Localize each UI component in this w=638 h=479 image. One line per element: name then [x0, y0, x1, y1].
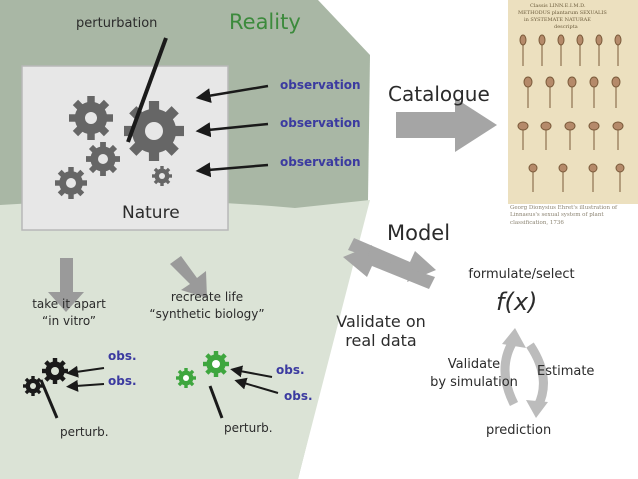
in-vitro-label: take it apart — [32, 297, 106, 311]
synthetic-obs-arrow — [230, 365, 273, 378]
validate-data-label: Validate on — [336, 312, 426, 331]
in-vitro-obs-arrow — [66, 379, 105, 392]
perturbation-label: perturbation — [76, 16, 158, 31]
lower-region — [0, 200, 370, 479]
plate-flowers — [517, 34, 625, 192]
plate-header: descripta — [554, 24, 578, 30]
prediction-label: prediction — [486, 423, 552, 438]
in-vitro-obs-label: obs. — [108, 374, 137, 388]
formulate-label: formulate/select — [468, 267, 575, 282]
observation-label: observation — [280, 78, 361, 92]
validate-sim-label: Validate — [447, 357, 501, 372]
validate-sim-label: by simulation — [430, 375, 518, 390]
reality-title: Reality — [229, 10, 301, 34]
validate-data-label: real data — [345, 331, 417, 350]
synthetic-perturb-line — [208, 385, 224, 419]
cycle-arrow-left — [500, 337, 519, 407]
catalogue-label: Catalogue — [388, 82, 490, 106]
observation-arrow — [195, 162, 269, 178]
plate-caption: Georg Dionysius Ehret's illustration of … — [510, 205, 618, 226]
function-label: f(x) — [496, 288, 538, 316]
synthetic-label: recreate life — [170, 290, 244, 304]
in-vitro-perturb-line — [39, 379, 59, 419]
linnaeus-plate-image: Classis LINN.E.I.M.D. METHODUS plantarum… — [508, 0, 638, 204]
cycle-arrowhead-down — [526, 400, 548, 418]
model-title: Model — [387, 221, 451, 245]
nature-label: Nature — [122, 203, 180, 223]
plate-header: Classis LINN.E.I.M.D. — [530, 3, 586, 9]
plate-header: in SYSTEMATE NATURAE — [524, 17, 591, 23]
observation-label: observation — [280, 116, 361, 130]
in-vitro-obs-label: obs. — [108, 349, 137, 363]
observation-label: observation — [280, 155, 361, 169]
nature-box — [21, 65, 229, 231]
in-vitro-perturb-label: perturb. — [60, 425, 109, 439]
cycle-arrow-right — [526, 342, 548, 409]
synthetic-arrow — [170, 256, 207, 298]
synthetic-obs-label: obs. — [276, 363, 305, 377]
in-vitro-label: “in vitro” — [42, 314, 96, 328]
observation-arrow — [195, 84, 269, 103]
in-vitro-arrow — [48, 258, 84, 312]
catalogue-arrow — [396, 98, 497, 152]
model-arrow-left — [343, 245, 435, 289]
cycle-arrowhead-up — [502, 328, 526, 348]
estimate-label: Estimate — [537, 364, 595, 379]
synthetic-obs-label: obs. — [284, 389, 313, 403]
synthetic-obs-arrow — [234, 377, 279, 394]
in-vitro-obs-arrow — [66, 365, 105, 378]
observation-arrow — [195, 122, 269, 138]
synthetic-perturb-label: perturb. — [224, 421, 273, 435]
perturbation-line — [126, 37, 168, 143]
synthetic-label: “synthetic biology” — [149, 307, 265, 321]
plate-header: METHODUS plantarum SEXUALIS — [518, 10, 607, 16]
